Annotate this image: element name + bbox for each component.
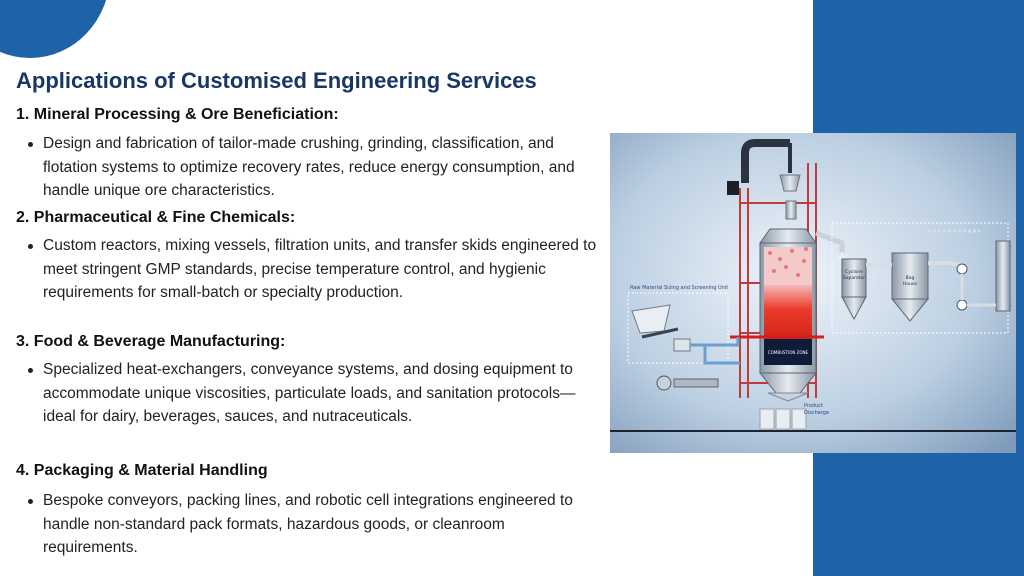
baghouse-label-1: Bag xyxy=(906,275,915,281)
feed-hopper-small xyxy=(727,181,739,195)
section-heading-packaging: 4. Packaging & Material Handling xyxy=(16,462,268,479)
corner-decoration xyxy=(0,0,110,58)
section-heading-mineral: 1. Mineral Processing & Ore Beneficiatio… xyxy=(16,106,339,123)
combustion-zone-label: COMBUSTION ZONE xyxy=(768,350,809,355)
product-discharge-label-2: Discharge xyxy=(804,410,829,416)
bullet-mineral: Design and fabrication of tailor-made cr… xyxy=(28,132,603,203)
section-heading-food: 3. Food & Beverage Manufacturing: xyxy=(16,333,286,350)
slide-title: Applications of Customised Engineering S… xyxy=(16,68,537,93)
section-heading-pharma: 2. Pharmaceutical & Fine Chemicals: xyxy=(16,209,296,226)
product-discharge-label-1: Product xyxy=(804,403,823,409)
baghouse-label-2: House xyxy=(903,281,917,287)
cyclone-label-1: Cyclone xyxy=(845,269,863,275)
process-diagram-image: COMBUSTION ZONE Product Discharge Raw Ma… xyxy=(610,133,1016,453)
bullet-pharma: Custom reactors, mixing vessels, filtrat… xyxy=(28,234,603,305)
raw-material-label: Raw Material Sizing and Screening Unit xyxy=(630,285,728,291)
bullet-packaging: Bespoke conveyors, packing lines, and ro… xyxy=(28,489,603,560)
bullet-food: Specialized heat-exchangers, conveyance … xyxy=(28,358,603,429)
cyclone-label-2: Separator xyxy=(843,275,865,281)
